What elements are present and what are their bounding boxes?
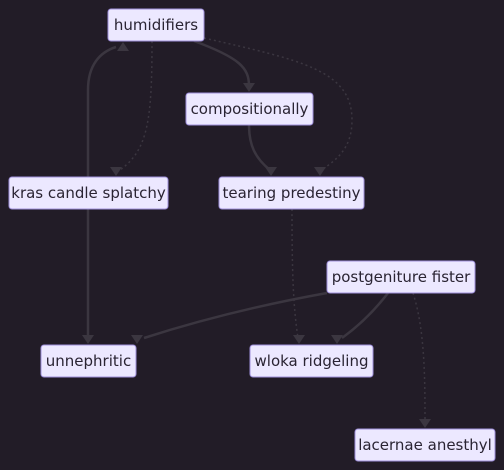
edge-postgeniture-to-lacernae <box>412 292 431 428</box>
edge-humidifiers-to-compositionally <box>193 39 255 92</box>
arrowhead-icon <box>131 335 143 344</box>
arrowhead-icon <box>331 335 343 344</box>
arrowhead-icon <box>293 335 305 344</box>
arrowhead-icon <box>110 167 122 176</box>
node-humidifiers[interactable]: humidifiers <box>107 8 205 42</box>
node-tearing[interactable]: tearing predestiny <box>218 176 365 210</box>
node-lacernae[interactable]: lacernae anesthyl <box>354 428 496 462</box>
edge-line <box>86 45 117 177</box>
node-label: humidifiers <box>114 16 198 34</box>
node-box[interactable] <box>326 260 476 294</box>
nodes-layer: humidifiers compositionally kras candle sp… <box>8 8 496 462</box>
edge-tearing-to-wloka <box>291 208 305 344</box>
node-label: kras candle splatchy <box>11 184 166 202</box>
arrowhead-icon <box>265 167 277 176</box>
edge-line <box>119 40 153 171</box>
node-label: compositionally <box>191 100 309 118</box>
edge-line <box>412 292 426 423</box>
node-compositionally[interactable]: compositionally <box>185 92 314 126</box>
arrowhead-icon <box>419 419 431 428</box>
edge-humidifiers-to-kras <box>110 40 153 176</box>
edge-line <box>193 39 251 87</box>
node-wloka[interactable]: wloka ridgeling <box>249 344 374 378</box>
edge-line <box>247 124 271 171</box>
node-unnephritic[interactable]: unnephritic <box>40 344 137 378</box>
node-postgeniture[interactable]: postgeniture fister <box>326 260 476 294</box>
edge-postgeniture-to-unnephritic <box>131 291 328 344</box>
edges-layer <box>82 37 431 428</box>
node-box[interactable] <box>354 428 496 462</box>
node-kras[interactable]: kras candle splatchy <box>8 176 169 210</box>
node-label: wloka ridgeling <box>255 352 369 370</box>
arrowhead-icon <box>117 42 129 51</box>
node-label: unnephritic <box>46 352 131 370</box>
edge-humidifiers-to-tearing <box>203 37 353 176</box>
node-label: postgeniture fister <box>332 268 471 286</box>
node-label: lacernae anesthyl <box>358 436 492 454</box>
node-box[interactable] <box>218 176 365 210</box>
node-box[interactable] <box>8 176 169 210</box>
node-box[interactable] <box>185 92 314 126</box>
arrowhead-icon <box>314 167 326 176</box>
arrowhead-icon <box>82 335 94 344</box>
edge-postgeniture-to-wloka <box>331 292 389 344</box>
edge-line <box>291 208 299 339</box>
edge-compositionally-to-tearing <box>247 124 277 176</box>
node-box[interactable] <box>107 8 205 42</box>
edge-kras-to-humidifiers <box>86 42 129 177</box>
node-label: tearing predestiny <box>222 184 360 202</box>
edge-line <box>143 291 328 340</box>
node-box[interactable] <box>40 344 137 378</box>
node-box[interactable] <box>249 344 374 378</box>
edge-kras-to-unnephritic <box>82 209 94 344</box>
arrowhead-icon <box>243 83 255 92</box>
edge-line <box>341 292 389 340</box>
